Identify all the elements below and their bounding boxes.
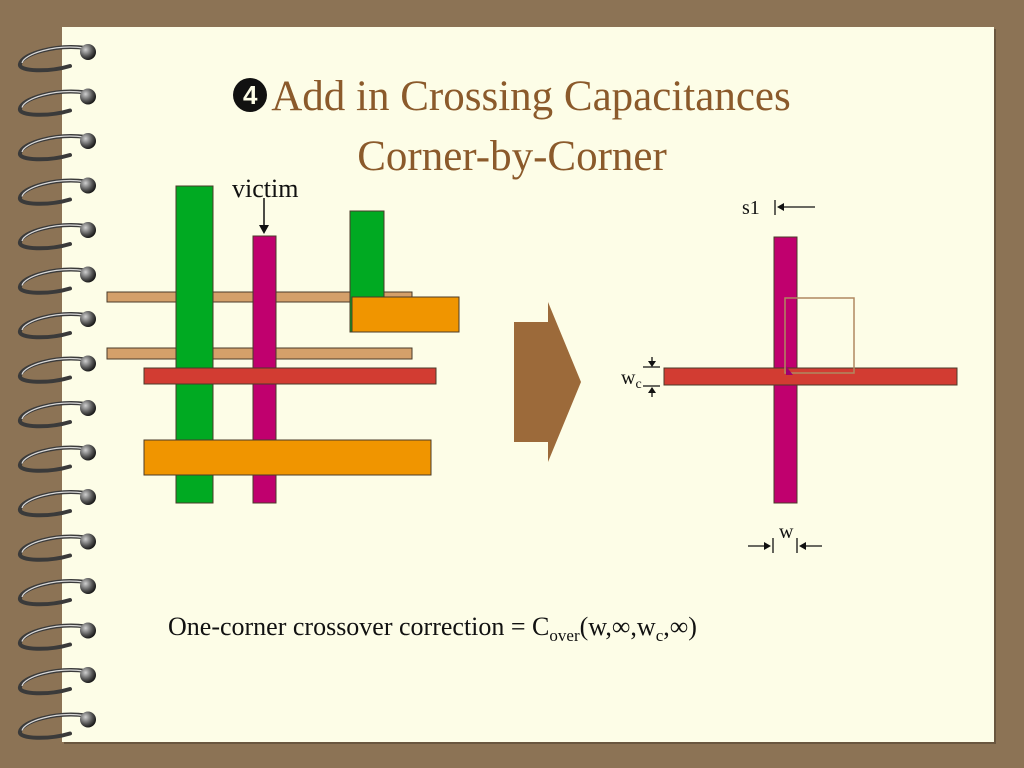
formula-args-subscript: c: [655, 626, 664, 646]
transition-arrow-icon: [514, 302, 581, 462]
crossing-wire-detail: [663, 367, 958, 386]
s1-label: s1: [742, 197, 760, 219]
binding-ring-icon: [18, 311, 96, 340]
corner-marker: [786, 366, 793, 375]
victim-pointer-arrow: [259, 198, 269, 234]
formula-args-open: (w,∞,w: [579, 612, 656, 641]
w-dimension-arrows: [748, 538, 822, 553]
right-crossing-diagram: [663, 236, 958, 504]
binding-ring-icon: [18, 622, 96, 651]
s1-dimension-arrow: [774, 200, 815, 215]
binding-ring-icon: [18, 44, 96, 73]
binding-ring-icon: [18, 400, 96, 429]
wc-dimension-arrows: [643, 357, 660, 397]
binding-ring-icon: [18, 222, 96, 251]
binding-ring-icon: [18, 578, 96, 607]
formula-subscript: over: [549, 626, 580, 646]
slide-title-line2: Corner-by-Corner: [357, 133, 667, 180]
orange-wire-lower: [143, 439, 432, 476]
formula-args-close: ,∞): [663, 612, 697, 641]
step-number-badge: 4: [233, 78, 268, 112]
corner-region-box: [784, 297, 855, 374]
crossover-formula: One-corner crossover correction = Cover(…: [168, 612, 697, 646]
binding-ring-icon: [18, 667, 96, 696]
binding-ring-icon: [18, 355, 96, 384]
binding-ring-icon: [18, 533, 96, 562]
red-wire: [143, 367, 437, 385]
slide-title-text: Add in Crossing Capacitances: [271, 73, 791, 120]
wc-label: wc: [621, 367, 642, 392]
victim-label: victim: [232, 174, 298, 203]
orange-wire-upper: [351, 296, 460, 333]
binding-ring-icon: [18, 266, 96, 295]
binding-ring-icon: [18, 444, 96, 473]
w-label: w: [779, 521, 794, 543]
binding-ring-icon: [18, 711, 96, 740]
left-wire-diagram: [106, 185, 460, 504]
binding-ring-icon: [18, 489, 96, 518]
formula-prefix: One-corner crossover correction = C: [168, 612, 550, 641]
binding-ring-icon: [18, 133, 96, 162]
binding-ring-icon: [18, 88, 96, 117]
spiral-binding: [18, 44, 96, 740]
binding-ring-icon: [18, 177, 96, 206]
